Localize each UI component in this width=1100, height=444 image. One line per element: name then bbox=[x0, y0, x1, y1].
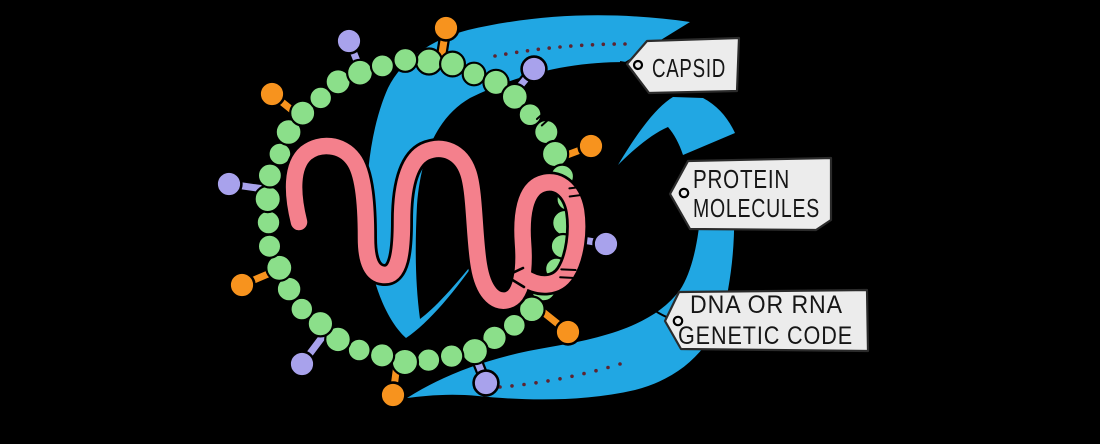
spike-head-orange bbox=[379, 381, 407, 409]
label-protein-molecules: PROTEIN MOLECULES bbox=[649, 156, 833, 232]
cycle-arrowhead-icon bbox=[618, 97, 735, 165]
capsid-bead bbox=[500, 82, 529, 111]
capsid-tag-shape bbox=[625, 36, 741, 95]
capsid-bead bbox=[308, 85, 334, 111]
arrow-dot bbox=[522, 382, 526, 387]
capsid-bead bbox=[324, 325, 352, 354]
arrow-dot bbox=[525, 49, 530, 53]
protein-label-line1: PROTEIN bbox=[693, 164, 790, 194]
tick-mark bbox=[559, 268, 577, 280]
capsid-bead bbox=[461, 61, 487, 87]
protein-tag-string-barb bbox=[649, 181, 667, 193]
arrow-dot bbox=[590, 43, 595, 47]
capsid-bead bbox=[369, 53, 395, 79]
arrow-dot bbox=[623, 42, 627, 46]
capsid-bead bbox=[253, 184, 282, 214]
capsid-bead bbox=[255, 209, 282, 236]
strand-arrowhead-icon bbox=[503, 266, 526, 289]
capsid-bead bbox=[256, 162, 283, 189]
capsid-bead bbox=[346, 337, 372, 363]
spike-head-purple bbox=[288, 350, 316, 378]
spike-head-purple bbox=[215, 170, 243, 198]
capsid-bead bbox=[439, 50, 467, 78]
spike-head-orange bbox=[258, 80, 286, 108]
spike-head-purple bbox=[592, 230, 620, 258]
genetic-tag-hole bbox=[672, 315, 684, 327]
capsid-label-text: CAPSID bbox=[652, 53, 726, 83]
capsid-bead bbox=[368, 342, 396, 369]
bottom-arrow-dotted-line bbox=[498, 362, 622, 389]
cycle-arrows bbox=[366, 15, 735, 400]
arrow-dot bbox=[579, 43, 584, 48]
tick-mark bbox=[568, 185, 585, 198]
arrow-dot bbox=[546, 379, 550, 383]
capsid-bead bbox=[501, 312, 527, 338]
protein-tag-shape bbox=[668, 156, 833, 232]
arrow-dot bbox=[594, 368, 598, 373]
spike-head-purple bbox=[520, 55, 548, 83]
genetic-material-strand bbox=[283, 135, 589, 312]
arrow-dot bbox=[558, 45, 562, 49]
genetic-label-line1: DNA OR RNA bbox=[690, 291, 843, 319]
capsid-bead bbox=[392, 46, 419, 73]
arrow-dot bbox=[612, 42, 616, 46]
spike-head-orange bbox=[577, 132, 605, 160]
capsid-bead bbox=[390, 347, 420, 377]
top-arrow-dotted-line bbox=[493, 42, 627, 58]
arrow-dot bbox=[493, 54, 497, 58]
capsid-bead bbox=[540, 139, 570, 169]
spike-head-orange bbox=[432, 14, 460, 42]
spike-head-orange bbox=[554, 318, 582, 346]
cycle-arrow-top bbox=[366, 15, 690, 338]
arrow-dot bbox=[606, 365, 610, 370]
arrow-dot bbox=[536, 47, 541, 52]
arrow-dot bbox=[569, 44, 573, 48]
capsid-bead bbox=[289, 296, 315, 322]
capsid-bead bbox=[482, 68, 510, 97]
capsid-bead bbox=[265, 253, 294, 282]
protein-tag-hole bbox=[678, 187, 690, 199]
label-genetic-code: DNA OR RNA GENETIC CODE bbox=[648, 288, 870, 353]
arrow-dot bbox=[601, 42, 606, 47]
spike-head-purple bbox=[335, 27, 363, 55]
spike-head-orange bbox=[228, 271, 256, 299]
capsid-bead bbox=[481, 324, 508, 352]
spike-head-purple bbox=[472, 369, 500, 397]
arrow-dot bbox=[547, 46, 551, 50]
arrow-dot bbox=[534, 381, 538, 385]
capsid-bead bbox=[346, 58, 375, 87]
genetic-label-line2: GENETIC CODE bbox=[678, 322, 853, 350]
sketch-tick-marks bbox=[535, 108, 585, 280]
protein-label-line2: MOLECULES bbox=[693, 193, 820, 223]
capsid-bead bbox=[414, 47, 444, 76]
arrow-dot bbox=[618, 362, 622, 366]
arrow-dot bbox=[504, 52, 508, 56]
arrow-dot bbox=[570, 374, 574, 379]
capsid-bead bbox=[438, 343, 465, 369]
label-capsid: CAPSID bbox=[619, 36, 741, 95]
capsid-bead bbox=[306, 309, 335, 338]
capsid-bead bbox=[289, 99, 317, 127]
arrow-dot bbox=[514, 50, 519, 55]
arrow-dot bbox=[582, 371, 586, 376]
arrow-dot bbox=[510, 384, 514, 388]
cycle-arrow-bottom bbox=[407, 200, 735, 400]
capsid-bead bbox=[274, 117, 303, 146]
tick-mark bbox=[535, 108, 554, 127]
capsid-tag-hole bbox=[632, 59, 644, 71]
capsid-bead bbox=[415, 347, 442, 373]
arrow-dot bbox=[558, 377, 562, 381]
capsid-bead bbox=[517, 295, 546, 324]
capsid-bead bbox=[460, 336, 489, 366]
dna-rna-strand bbox=[285, 137, 586, 309]
capsid-bead bbox=[256, 233, 283, 259]
genetic-tag-shape bbox=[663, 288, 870, 353]
